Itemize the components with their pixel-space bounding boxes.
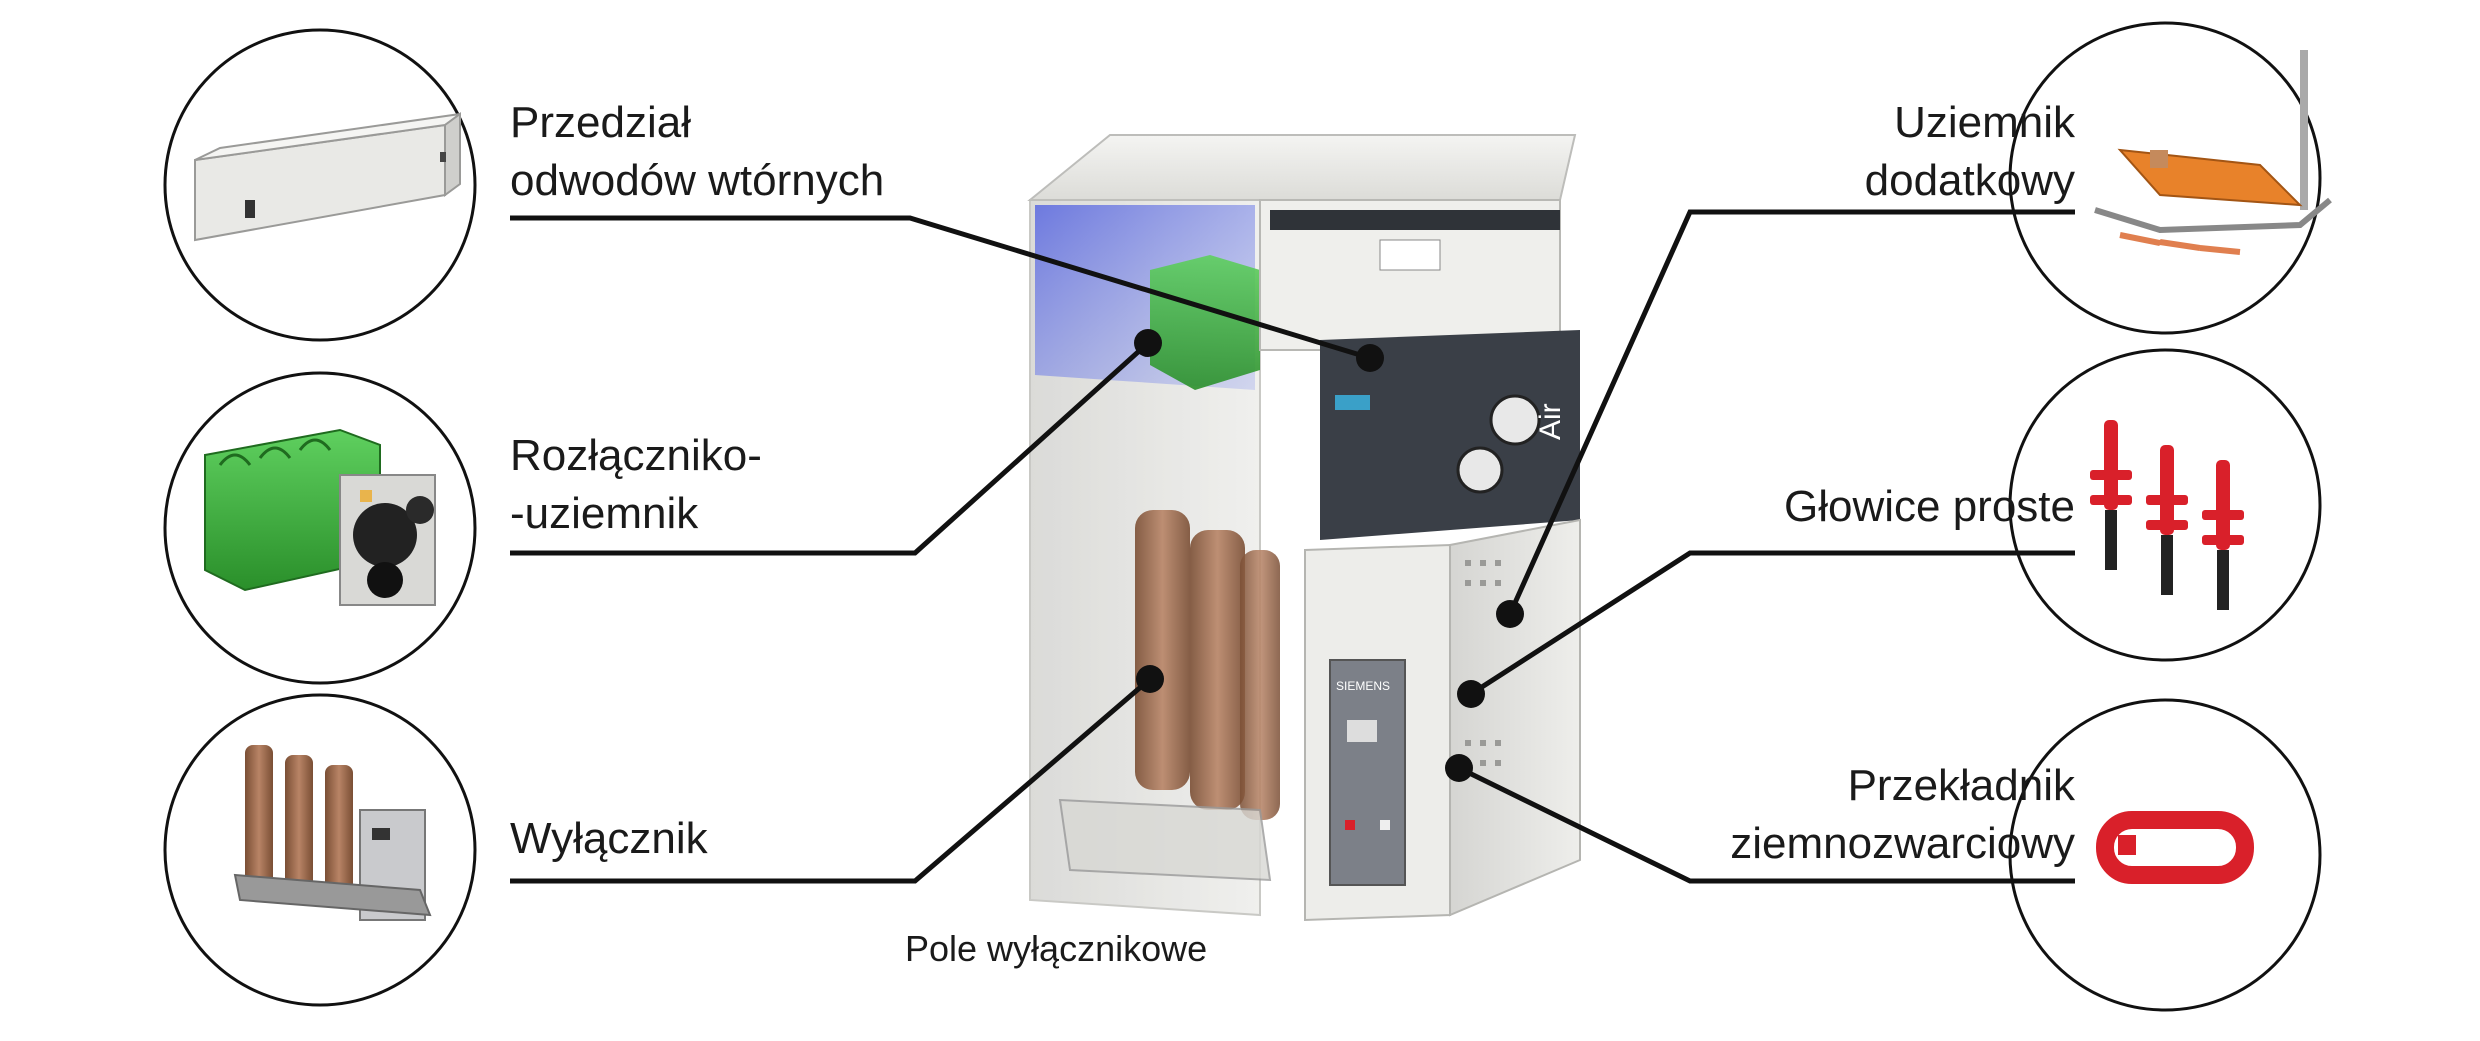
thumb-ground-fault-ct [2008,698,2322,1012]
thumb-additional-earthing [2008,21,2332,335]
dot-secondary-compartment [1356,344,1384,372]
leader-circuit-breaker [510,677,1152,884]
dot-ground-fault-ct [1445,754,1473,782]
panel-side-text: Air [1534,403,1567,440]
thumb-switch-disconnector [163,371,477,685]
leader-lines [510,209,2075,884]
leader-switch-disconnector [510,341,1150,556]
leader-ground-fault-ct [1457,765,2075,884]
label-cable-heads: Głowice proste [1783,482,2075,531]
thumb-circuit-breaker [163,693,477,1007]
label-ground-fault-ct: Przekładnik ziemnozwarciowy [1730,761,2075,868]
thumb-cable-heads [2008,348,2322,662]
dot-switch-disconnector [1134,329,1162,357]
dot-additional-earthing [1496,600,1524,628]
switchgear-cabinet [1027,134,1581,922]
leader-dots [1134,329,1524,782]
leader-additional-earthing [1507,209,2075,616]
label-circuit-breaker: Wyłącznik [510,814,708,863]
dot-circuit-breaker [1136,665,1164,693]
label-secondary-compartment: Przedział odwodów wtórnych [510,98,885,205]
panel-brand: SIEMENS [1336,679,1390,693]
label-additional-earthing: Uziemnik dodatkowy [1864,98,2075,205]
thumb-secondary-compartment [163,28,477,342]
leader-secondary-compartment [510,215,1371,361]
leader-cable-heads [1469,550,2075,697]
diagram-caption: Pole wyłącznikowe [905,928,1208,969]
dot-cable-heads [1457,680,1485,708]
label-switch-disconnector: Rozłączniko- -uziemnik [510,431,762,538]
